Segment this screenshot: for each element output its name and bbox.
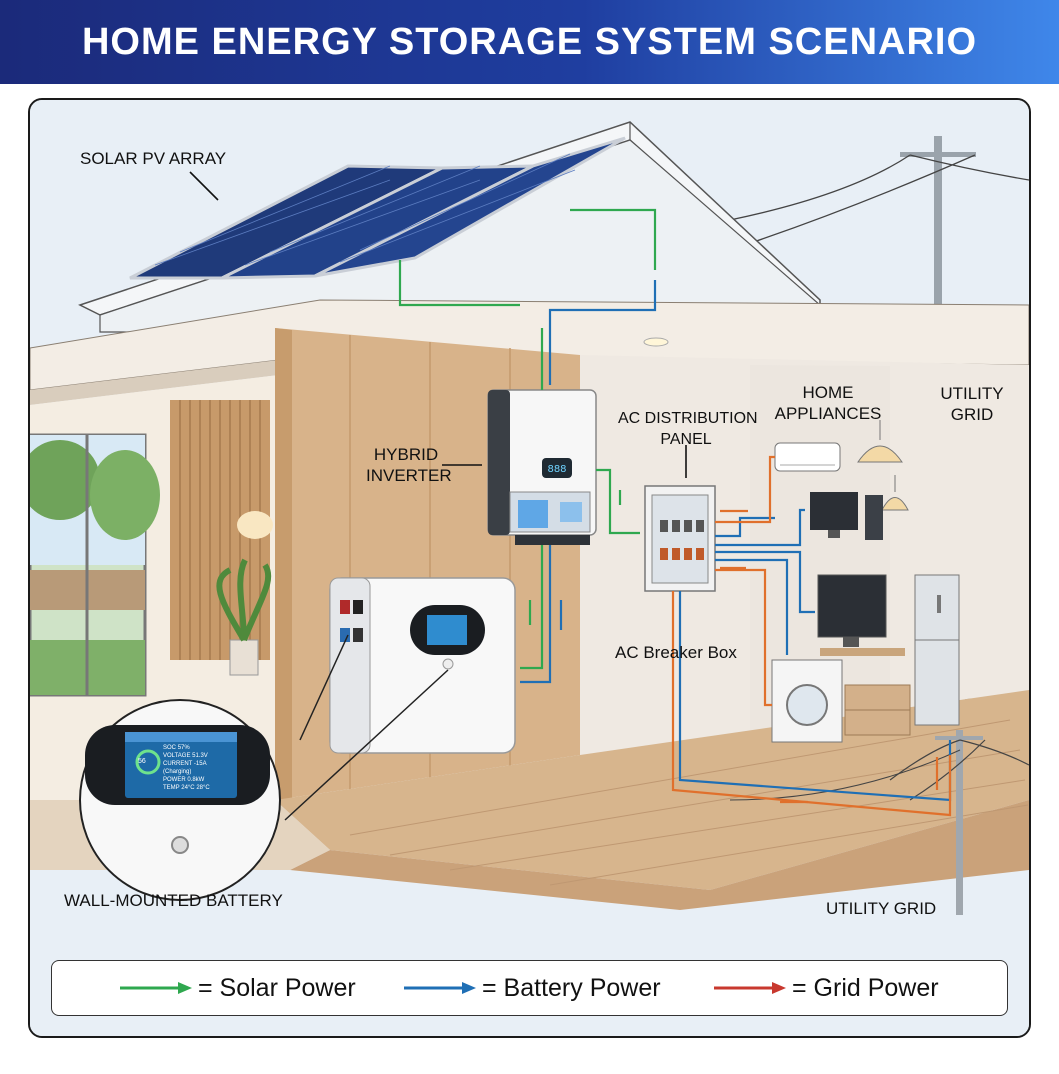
label-pointers — [189, 171, 687, 478]
legend-label-solar: = Solar Power — [198, 973, 356, 1002]
solar-arrow-icon — [120, 982, 192, 994]
battery-display-zoom — [79, 699, 281, 901]
washing-machine — [771, 659, 843, 743]
ac-breaker-box-label: AC Breaker Box — [615, 643, 737, 662]
wall-mounted-battery-label: WALL-MOUNTED BATTERY — [64, 891, 283, 910]
air-conditioner — [774, 442, 841, 472]
utility-grid-top-label-line2: GRID — [950, 405, 994, 424]
solar-pv-array-label: SOLAR PV ARRAY — [80, 149, 227, 168]
title-banner: HOME ENERGY STORAGE SYSTEM SCENARIO — [0, 0, 1059, 84]
soc-ring-value: 56 — [138, 758, 146, 765]
legend-item-solar: = Solar Power — [120, 973, 356, 1003]
home-appliances-label-line1: HOME — [802, 383, 854, 402]
voltage-label: VOLTAGE — [163, 753, 191, 759]
hybrid-inverter-label: HYBRID INVERTER — [366, 444, 452, 486]
utility-grid-bottom-label: UTILITY GRID — [826, 899, 937, 918]
legend-item-grid: = Grid Power — [714, 973, 939, 1003]
soc-label: SOC — [163, 745, 177, 751]
grid-power-flows — [671, 455, 952, 817]
diagram-frame: 888 — [28, 98, 1031, 1038]
soc-value: 57% — [177, 745, 190, 751]
battery-screen-readout: 56 SOC 57% VOLTAGE 51.3V CURRENT -15A (C… — [125, 732, 237, 798]
wall-mounted-battery — [329, 577, 516, 754]
solar-power-flows — [398, 208, 657, 670]
ac-distribution-label-line2: PANEL — [660, 431, 712, 448]
battery-readout-table: SOC 57% VOLTAGE 51.3V CURRENT -15A (Char… — [163, 744, 235, 792]
ac-distribution-label-line1: AC DISTRIBUTION — [618, 410, 758, 427]
solar-pv-panels — [129, 136, 626, 280]
voltage-value: 51.3V — [192, 753, 208, 759]
page-title: HOME ENERGY STORAGE SYSTEM SCENARIO — [81, 20, 978, 63]
legend-item-battery: = Battery Power — [404, 973, 661, 1003]
svg-text:888: 888 — [547, 464, 566, 475]
ac-distribution-panel-label: AC DISTRIBUTION PANEL — [618, 408, 758, 450]
living-room — [30, 370, 320, 800]
pendant-lamps — [857, 420, 909, 511]
hybrid-inverter: 888 — [487, 389, 597, 545]
utility-grid-top-label-line1: UTILITY — [940, 384, 1004, 403]
house-scene: 888 — [30, 100, 1029, 1036]
television — [817, 574, 905, 656]
hybrid-inverter-label-line2: INVERTER — [366, 466, 452, 485]
utility-grid-top-label: UTILITY GRID — [932, 383, 1012, 425]
grid-arrow-icon — [714, 982, 786, 994]
power-label: POWER — [163, 777, 186, 783]
legend-label-battery: = Battery Power — [482, 973, 661, 1002]
home-appliances-label: HOME APPLIANCES — [770, 382, 886, 424]
power-value: 0.8kW — [187, 777, 205, 783]
utility-pole-bottom — [729, 730, 1029, 915]
temp-value-1: 24°C — [181, 785, 195, 791]
temp-value-2: 28°C — [196, 785, 210, 791]
utility-pole-top — [729, 136, 1029, 326]
temp-label: TEMP — [163, 785, 180, 791]
cabinet — [844, 684, 911, 736]
current-value: -15A (Charging) — [163, 761, 207, 775]
hybrid-inverter-label-line1: HYBRID — [373, 445, 439, 464]
refrigerator — [914, 574, 960, 726]
legend: = Solar Power = Battery Power = Grid Pow… — [51, 960, 1008, 1016]
legend-label-grid: = Grid Power — [792, 973, 939, 1002]
desktop-computer — [810, 492, 883, 540]
current-label: CURRENT — [163, 761, 193, 767]
home-appliances-label-line2: APPLIANCES — [774, 404, 882, 423]
battery-arrow-icon — [404, 982, 476, 994]
ac-distribution-panel — [644, 485, 716, 592]
